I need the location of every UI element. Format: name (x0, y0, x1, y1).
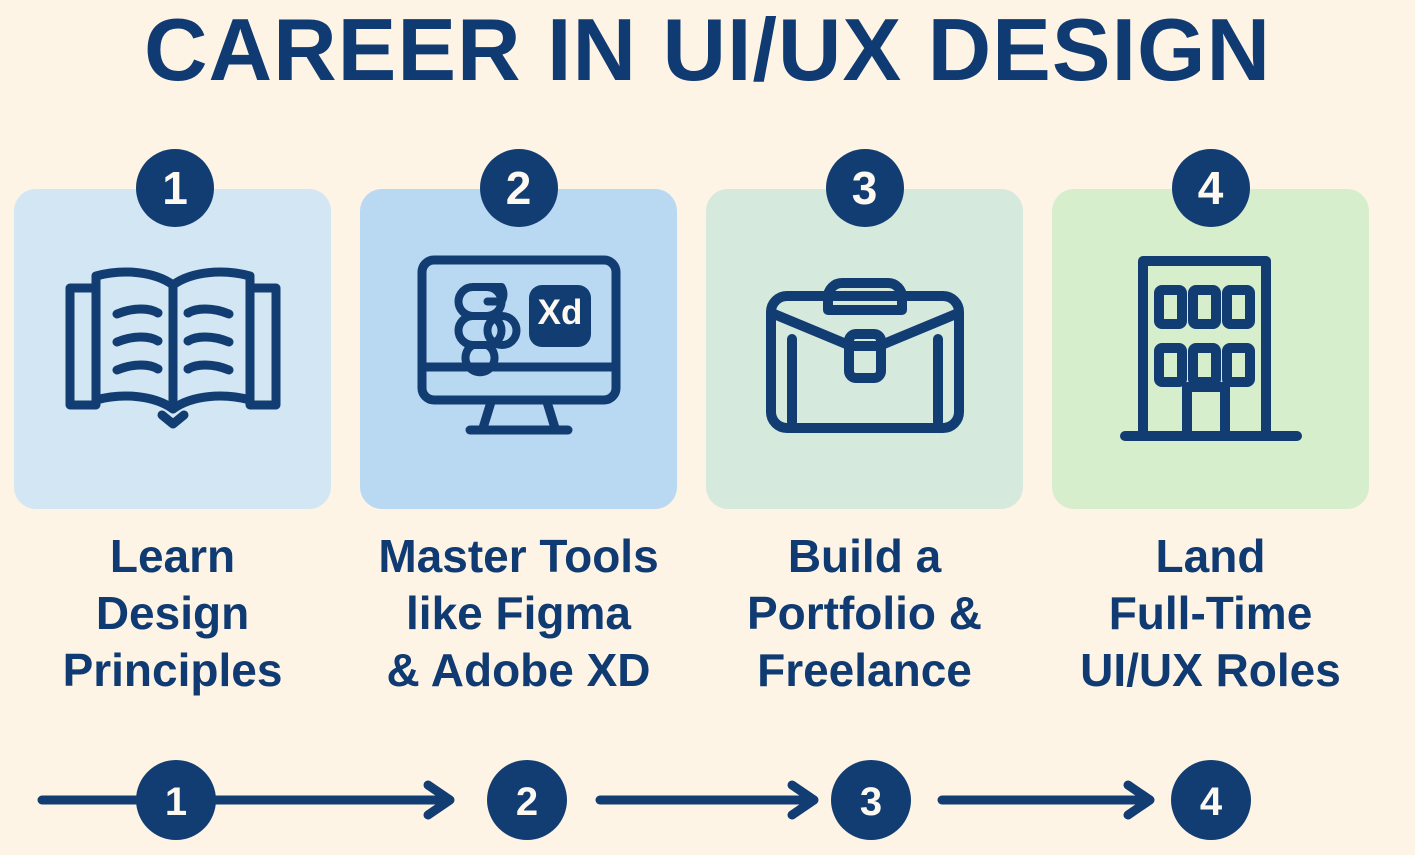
timeline-node-1: 1 (136, 760, 216, 840)
step-caption-2: Master Tools like Figma & Adobe XD (360, 528, 677, 708)
progress-timeline: 1 2 3 4 (0, 745, 1415, 855)
adobe-xd-logo-icon: Xd (528, 285, 591, 347)
caption-line: Design (95, 587, 250, 639)
xd-label: Xd (537, 293, 582, 332)
steps-card-row: 1 2 (14, 149, 1369, 509)
caption-line: UI/UX Roles (1080, 644, 1341, 696)
steps-caption-row: Learn Design Principles Master Tools lik… (14, 528, 1369, 708)
caption-line: like Figma (406, 587, 631, 639)
step-card-3[interactable]: 3 (706, 149, 1023, 509)
step-badge-3: 3 (825, 149, 904, 227)
office-building-icon (1119, 256, 1302, 441)
caption-line: Portfolio & (746, 587, 983, 639)
briefcase-icon (765, 277, 964, 433)
arrow-right-icon (423, 780, 455, 820)
monitor-design-tools-icon: Xd (417, 255, 620, 435)
caption-line: Build a (787, 530, 942, 582)
timeline-node-label: 4 (1200, 780, 1223, 824)
timeline-node-label: 2 (516, 780, 538, 824)
step-badge-1: 1 (136, 149, 214, 227)
figma-logo-icon (454, 283, 520, 377)
caption-line: Freelance (757, 644, 972, 696)
step-card-1[interactable]: 1 (14, 149, 331, 509)
caption-line: Learn (109, 530, 236, 582)
step-caption-1: Learn Design Principles (14, 528, 331, 708)
step-badge-4: 4 (1171, 149, 1250, 227)
step-card-2[interactable]: 2 Xd (360, 149, 677, 509)
caption-line: & Adobe XD (386, 644, 651, 696)
arrow-right-icon (1123, 780, 1155, 820)
step-badge-2: 2 (479, 149, 558, 227)
timeline-node-label: 3 (860, 780, 882, 824)
caption-line: Master Tools (378, 530, 659, 582)
caption-line: Principles (62, 644, 283, 696)
timeline-node-label: 1 (165, 780, 187, 824)
open-book-icon (65, 267, 280, 429)
caption-line: Land (1155, 530, 1266, 582)
caption-line: Full-Time (1108, 587, 1313, 639)
timeline-node-3: 3 (831, 760, 911, 840)
step-caption-4: Land Full-Time UI/UX Roles (1052, 528, 1369, 708)
page-title: CAREER IN UI/UX DESIGN (143, 0, 1272, 99)
arrow-right-icon (787, 780, 819, 820)
timeline-node-4: 4 (1171, 760, 1251, 840)
step-caption-3: Build a Portfolio & Freelance (706, 528, 1023, 708)
step-card-4[interactable]: 4 (1052, 149, 1369, 509)
timeline-node-2: 2 (487, 760, 567, 840)
